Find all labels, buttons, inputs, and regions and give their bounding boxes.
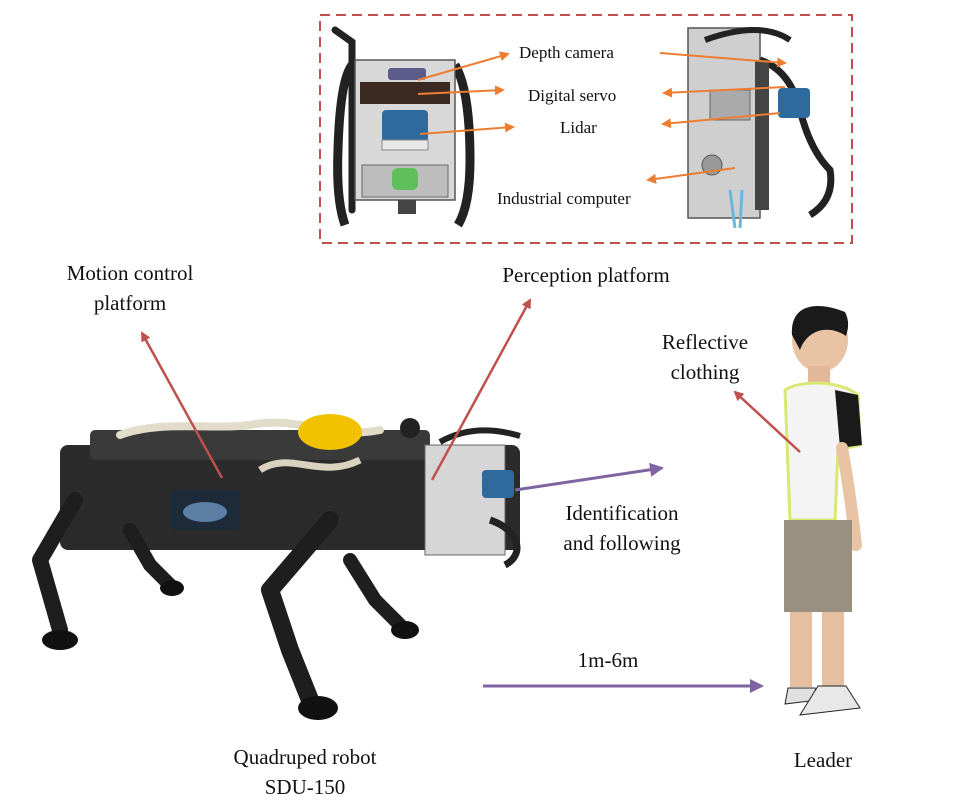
arrow-lidar-left	[419, 122, 515, 135]
label-leader: Leader	[793, 748, 853, 772]
label-quadruped-robot: Quadruped robot SDU-150	[205, 742, 405, 802]
arrow-motion-control	[140, 331, 224, 479]
label-identification-line2: and following	[563, 531, 681, 555]
arrow-perception-platform	[430, 298, 532, 481]
label-robot-line2: SDU-150	[264, 775, 346, 799]
quadruped-robot-photo	[32, 414, 521, 720]
perception-front-photo	[331, 26, 475, 228]
arrow-digital-servo-right	[662, 86, 786, 98]
label-reflective-line2: clothing	[670, 360, 740, 384]
label-perception-platform: Perception platform	[502, 263, 670, 287]
leader-person-photo	[783, 305, 862, 716]
arrow-industrial-computer-right	[646, 167, 736, 184]
label-motion-control-line2: platform	[93, 291, 167, 315]
label-distance: 1m-6m	[577, 648, 639, 672]
label-depth-camera: Depth camera	[519, 43, 614, 62]
arrow-lidar-right	[661, 112, 781, 129]
label-motion-control-platform: Motion control platform	[40, 258, 220, 318]
label-identification-following: Identification and following	[544, 498, 700, 558]
label-motion-control-line1: Motion control	[66, 261, 194, 285]
arrow-identification	[514, 462, 664, 492]
arrow-depth-camera-left	[417, 51, 510, 81]
label-industrial-computer: Industrial computer	[497, 189, 631, 208]
arrow-digital-servo-left	[417, 85, 505, 96]
arrow-depth-camera-right	[659, 52, 787, 68]
perception-side-photo	[687, 27, 835, 229]
inset-frame	[319, 14, 853, 244]
label-identification-line1: Identification	[565, 501, 679, 525]
label-reflective-line1: Reflective	[661, 330, 749, 354]
label-lidar: Lidar	[560, 118, 597, 137]
arrow-reflective-clothing	[733, 390, 801, 453]
label-robot-line1: Quadruped robot	[233, 745, 377, 769]
label-reflective-clothing: Reflective clothing	[640, 327, 770, 387]
label-digital-servo: Digital servo	[528, 86, 617, 105]
